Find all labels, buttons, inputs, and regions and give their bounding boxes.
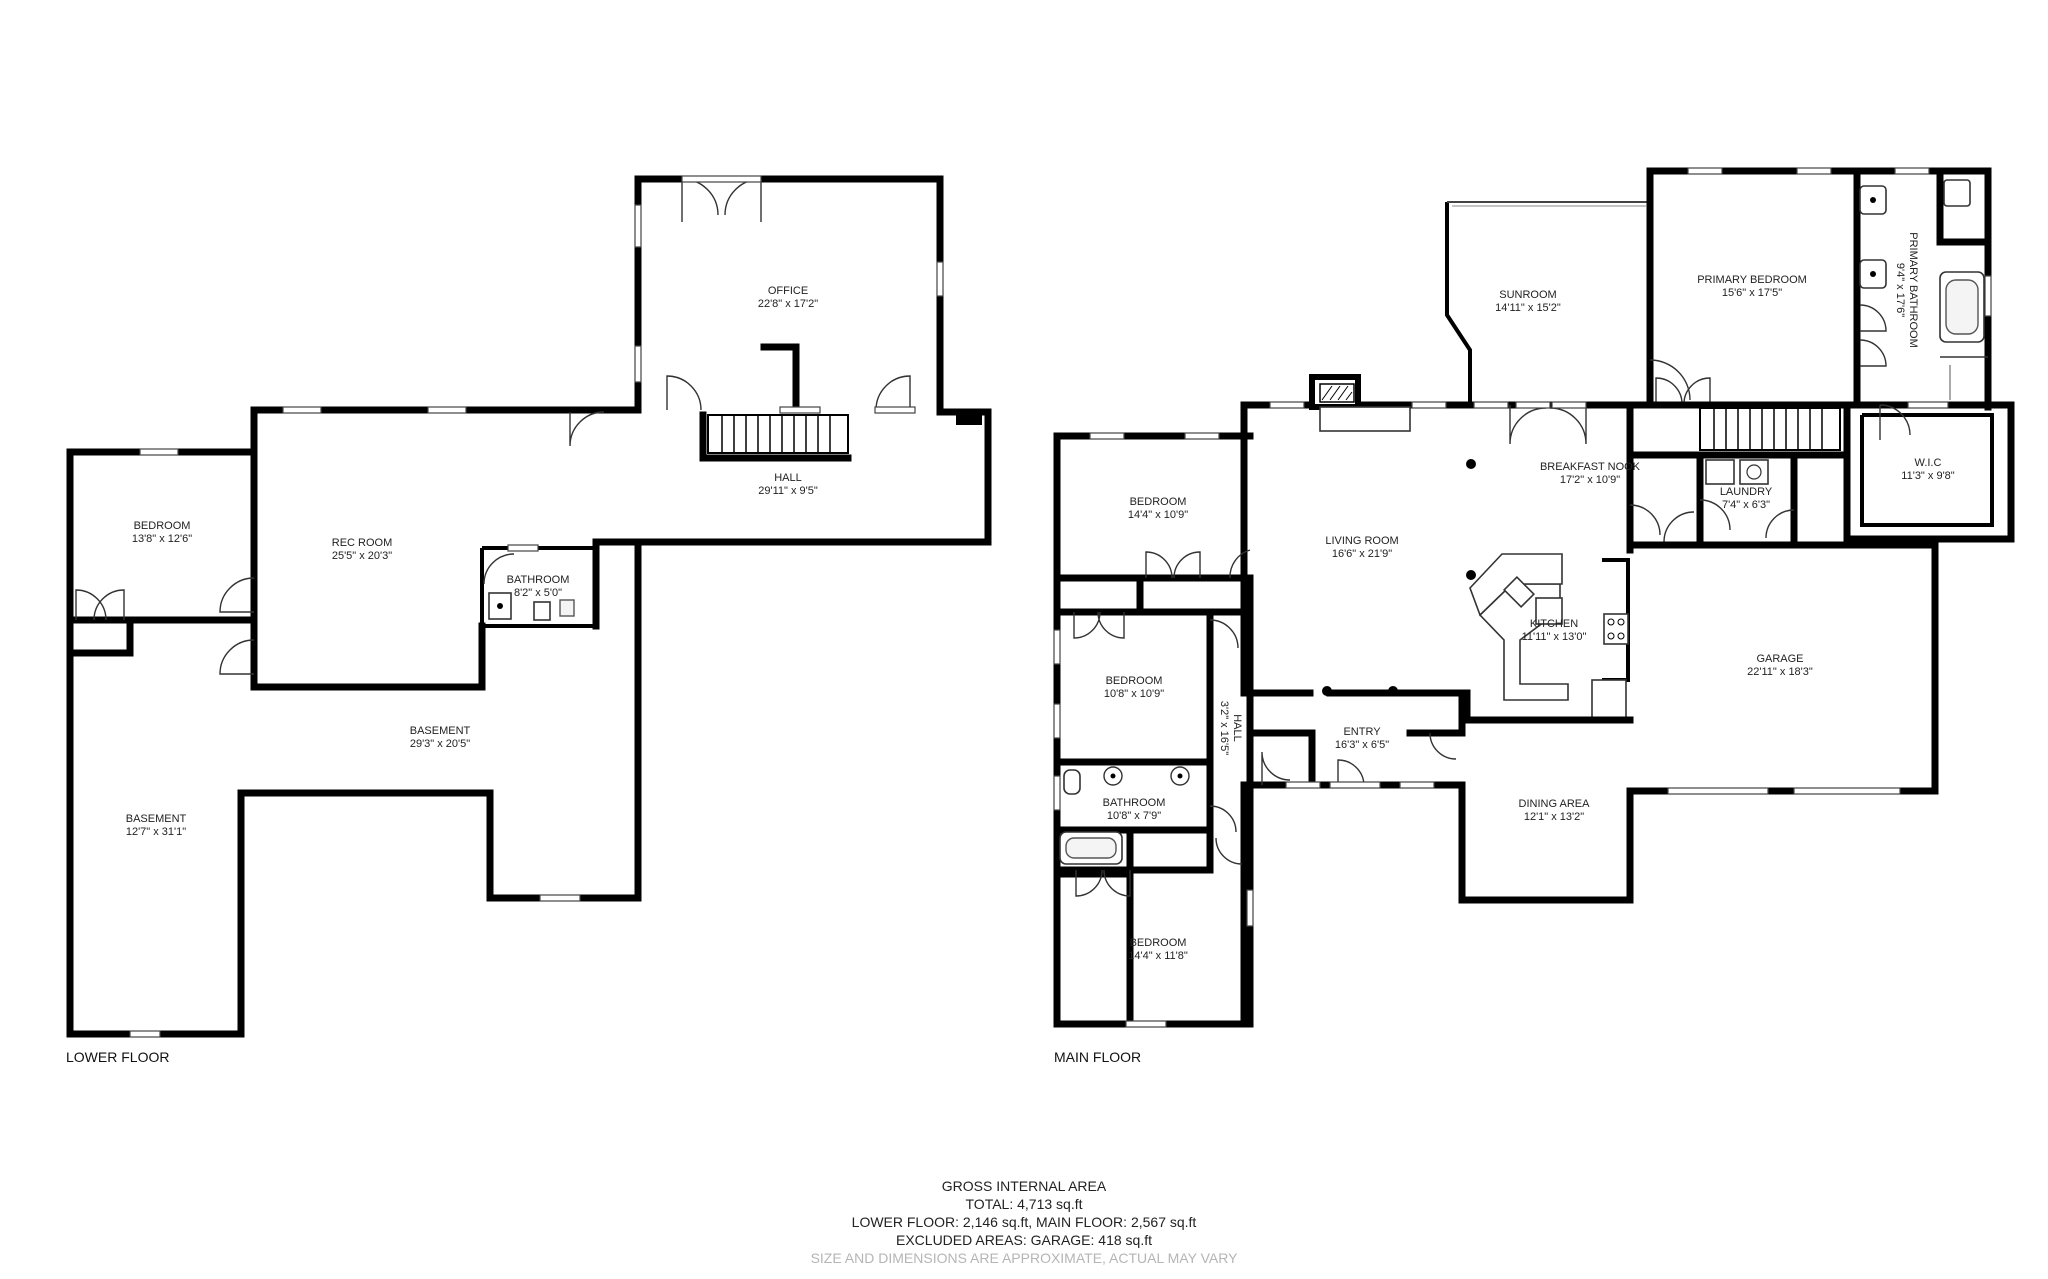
laundry-name: LAUNDRY (1720, 486, 1773, 498)
sunroom-dims: 14'11" x 15'2" (1495, 302, 1561, 314)
main-bedroom-1-dims: 14'4" x 10'9" (1128, 509, 1188, 521)
lower-bedroom-name: BEDROOM (134, 520, 191, 532)
main-floor-label: MAIN FLOOR (1054, 1049, 1141, 1065)
sunroom-name: SUNROOM (1499, 289, 1556, 301)
dining-area-dims: 12'1" x 13'2" (1524, 811, 1584, 823)
basement-west-dims: 12'7" x 31'1" (126, 826, 186, 838)
entry-dims: 16'3" x 6'5" (1335, 739, 1389, 751)
garage-name: GARAGE (1756, 653, 1803, 665)
rec-room-name: REC ROOM (332, 537, 393, 549)
office-dims: 22'8" x 17'2" (758, 298, 818, 310)
area-summary: GROSS INTERNAL AREA TOTAL: 4,713 sq.ft L… (0, 1177, 2048, 1267)
lower-stairs (699, 411, 982, 462)
main-hall-dims: 3'2" x 16'5" (1218, 701, 1230, 755)
main-bathroom-name: BATHROOM (1103, 797, 1166, 809)
basement-west-name: BASEMENT (126, 813, 187, 825)
main-hall-name: HALL (1231, 714, 1243, 742)
primary-bedroom-name: PRIMARY BEDROOM (1697, 274, 1807, 286)
main-bedroom-1-name: BEDROOM (1130, 496, 1187, 508)
main-bedroom-2-dims: 10'8" x 10'9" (1104, 688, 1164, 700)
lower-floor-label: LOWER FLOOR (66, 1049, 169, 1065)
office-name: OFFICE (768, 285, 808, 297)
lower-hall-name: HALL (774, 472, 802, 484)
lower-bathroom-name: BATHROOM (507, 574, 570, 586)
area-floors: LOWER FLOOR: 2,146 sq.ft, MAIN FLOOR: 2,… (851, 1214, 1197, 1230)
primary-bathroom-dims: 9'4" x 17'6" (1894, 263, 1906, 317)
living-room-dims: 16'6" x 21'9" (1332, 548, 1392, 560)
area-title: GROSS INTERNAL AREA (941, 1178, 1107, 1194)
basement-main-name: BASEMENT (410, 725, 471, 737)
primary-bedroom-dims: 15'6" x 17'5" (1722, 287, 1782, 299)
kitchen-dims: 11'11" x 13'0" (1522, 631, 1587, 643)
wic-dims: 11'3" x 9'8" (1901, 470, 1954, 482)
basement-main-dims: 29'3" x 20'5" (410, 738, 470, 750)
office-room (634, 175, 944, 414)
main-bedroom-2-name: BEDROOM (1106, 675, 1163, 687)
dining-area-name: DINING AREA (1519, 798, 1591, 810)
kitchen-name: KITCHEN (1530, 618, 1578, 630)
lower-bathroom-dims: 8'2" x 5'0" (514, 587, 562, 599)
wic-name: W.I.C (1915, 457, 1942, 469)
main-bedroom-3-dims: 14'4" x 11'8" (1128, 950, 1188, 962)
lower-floor-walls (66, 406, 992, 1038)
main-floor-plan (1053, 167, 2015, 1028)
breakfast-nook-dims: 17'2" x 10'9" (1560, 474, 1620, 486)
area-excluded: EXCLUDED AREAS: GARAGE: 418 sq.ft (896, 1232, 1152, 1248)
breakfast-nook-name: BREAKFAST NOOK (1540, 461, 1641, 473)
area-total: TOTAL: 4,713 sq.ft (965, 1196, 1083, 1212)
main-bedroom-3-name: BEDROOM (1130, 937, 1187, 949)
laundry-dims: 7'4" x 6'3" (1722, 499, 1770, 511)
primary-bathroom-name: PRIMARY BATHROOM (1907, 232, 1919, 348)
main-bathroom-dims: 10'8" x 7'9" (1107, 810, 1161, 822)
lower-hall-dims: 29'11" x 9'5" (758, 485, 818, 497)
area-disclaimer: SIZE AND DIMENSIONS ARE APPROXIMATE, ACT… (810, 1250, 1238, 1266)
garage-dims: 22'11" x 18'3" (1747, 666, 1813, 678)
lower-bedroom-dims: 13'8" x 12'6" (132, 533, 192, 545)
lower-floor-plan (66, 175, 992, 1038)
living-room-name: LIVING ROOM (1325, 535, 1398, 547)
rec-room-dims: 25'5" x 20'3" (332, 550, 392, 562)
entry-name: ENTRY (1343, 726, 1381, 738)
